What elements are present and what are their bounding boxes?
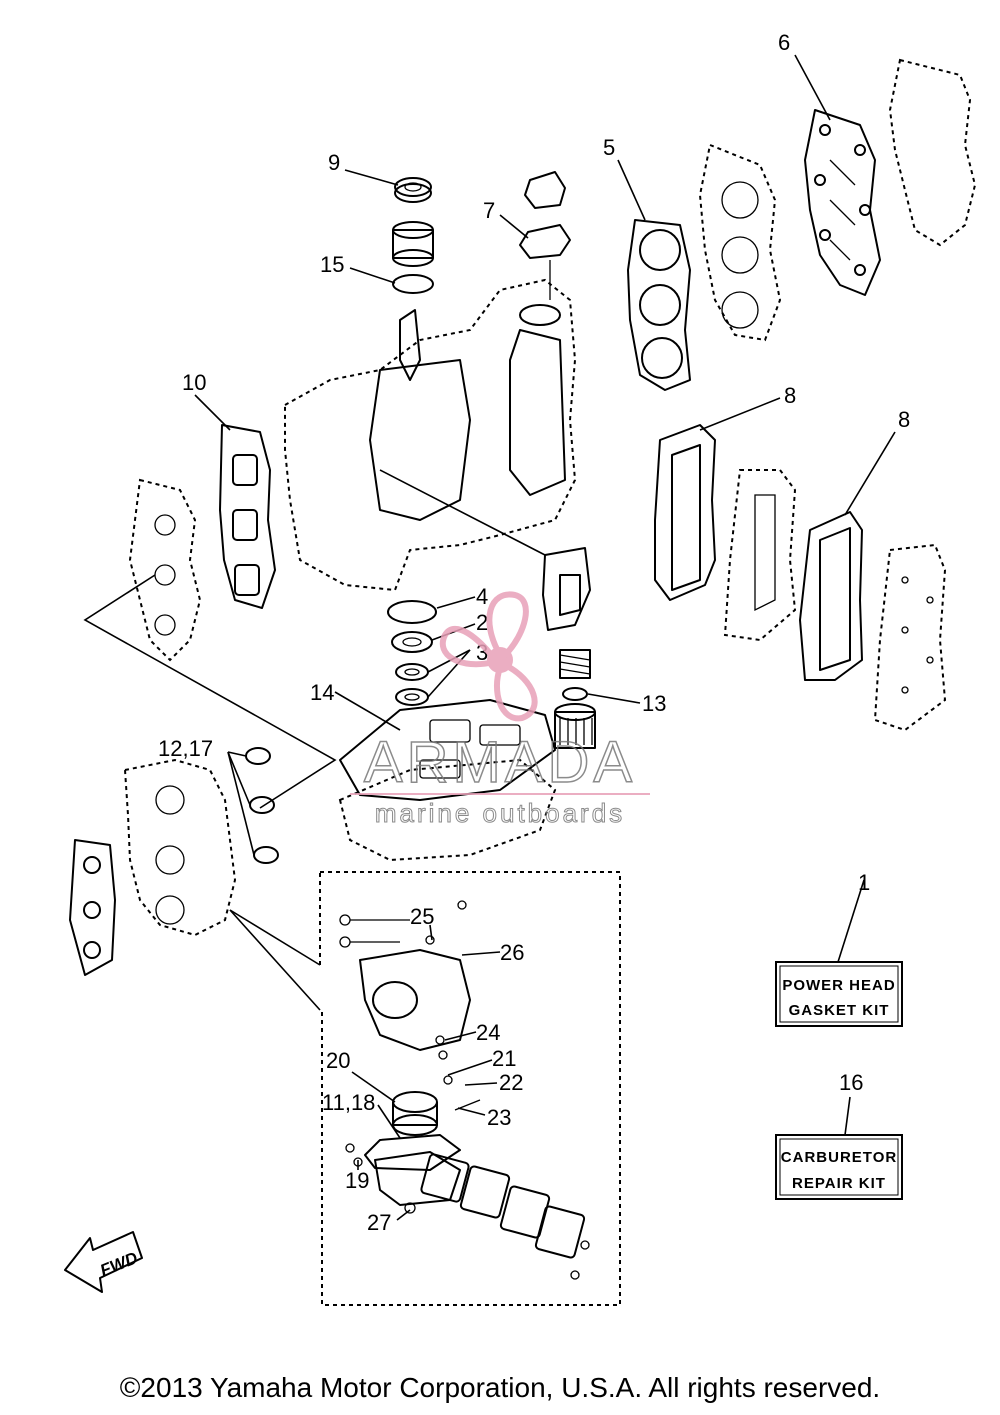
callout-15: 15 [320, 252, 344, 277]
callout-1: 1 [858, 870, 870, 895]
callout-5: 5 [603, 135, 615, 160]
carburetor-detail-box [319, 871, 621, 1306]
callout-8-b: 8 [898, 407, 910, 432]
callout-labels: 6 5 9 7 15 10 8 8 4 2 3 14 13 12,17 1 25… [158, 30, 910, 1235]
carburetor-kit-line2: REPAIR KIT [792, 1175, 886, 1192]
exhaust-inner-gasket [654, 424, 716, 601]
watermark-brand: ARMADA [364, 730, 636, 795]
callout-14: 14 [310, 680, 334, 705]
o-ring-13 [562, 687, 588, 701]
cylinder-head-gasket [627, 219, 691, 391]
power-head-kit-line2: GASKET KIT [789, 1002, 890, 1019]
carburetor-repair-kit-box: CARBURETOR REPAIR KIT [775, 1134, 903, 1200]
callout-24: 24 [476, 1020, 500, 1045]
callout-4: 4 [476, 584, 488, 609]
o-ring-upper [392, 274, 434, 294]
callout-27: 27 [367, 1210, 391, 1235]
carburetor-gasket-plate [69, 839, 116, 976]
copyright-notice: ©2013 Yamaha Motor Corporation, U.S.A. A… [119, 1372, 881, 1403]
cylinder-head [698, 143, 782, 342]
thermostat-housing [542, 547, 591, 631]
group-bracket-lines [83, 469, 546, 1011]
fwd-label: FWD [97, 1248, 140, 1280]
callout-11-18: 11,18 [322, 1090, 375, 1115]
callout-16: 16 [839, 1070, 863, 1095]
callout-12-17: 12,17 [158, 736, 213, 761]
callout-22: 22 [499, 1070, 523, 1095]
exhaust-outer-gasket [799, 511, 863, 681]
reed-valve-body [374, 1151, 586, 1259]
intake-manifold-gasket [219, 424, 276, 609]
carburetor-body-detail [339, 914, 471, 1051]
callout-21: 21 [492, 1046, 516, 1071]
crankshaft-sleeve [392, 221, 434, 267]
propeller-logo-icon [439, 591, 538, 722]
callout-2: 2 [476, 610, 488, 635]
callout-8-a: 8 [784, 383, 796, 408]
lower-casing [338, 758, 557, 862]
callout-20: 20 [326, 1048, 350, 1073]
hose-clamp-b [249, 796, 275, 814]
callout-19: 19 [345, 1168, 369, 1193]
hose-clamp-c [253, 846, 279, 864]
carburetor-stack [123, 758, 237, 937]
callout-25: 25 [410, 904, 434, 929]
power-head-kit-line1: POWER HEAD [782, 977, 895, 994]
carburetor-kit-line1: CARBURETOR [781, 1149, 897, 1166]
watermark-tagline: marine outboards [375, 798, 625, 828]
intake-manifold [128, 478, 202, 662]
oil-seal-2 [391, 631, 433, 653]
leader-lines [194, 54, 896, 1221]
power-head-gasket-kit-box: POWER HEAD GASKET KIT [775, 961, 903, 1027]
crankcase-block [284, 278, 577, 592]
crankcase-base-gasket [339, 699, 556, 801]
oil-seal-3b [395, 688, 429, 706]
oil-seal-3a [395, 663, 429, 681]
float-gasket [364, 1134, 461, 1171]
small-screws [345, 900, 590, 1280]
exhaust-outer-cover [873, 543, 947, 732]
callout-10: 10 [182, 370, 206, 395]
cylinder-head-cover [888, 58, 977, 247]
exhaust-inner-cover [723, 469, 797, 642]
strainer-spring [559, 649, 591, 679]
float-bowl-20 [392, 1091, 438, 1136]
callout-6: 6 [778, 30, 790, 55]
armada-watermark: ARMADA marine outboards [350, 591, 650, 829]
oil-seal [394, 177, 432, 203]
callout-7: 7 [483, 198, 495, 223]
callout-23: 23 [487, 1105, 511, 1130]
o-ring-4 [387, 600, 437, 624]
filter-screen [554, 703, 596, 749]
head-cover-gasket [804, 109, 881, 296]
thermostat-gasket [519, 224, 571, 300]
callout-9: 9 [328, 150, 340, 175]
forward-arrow-icon: FWD [64, 1231, 143, 1293]
hose-clamp-a [245, 747, 271, 765]
thermostat-cover [524, 171, 566, 209]
callout-26: 26 [500, 940, 524, 965]
callout-13: 13 [642, 691, 666, 716]
